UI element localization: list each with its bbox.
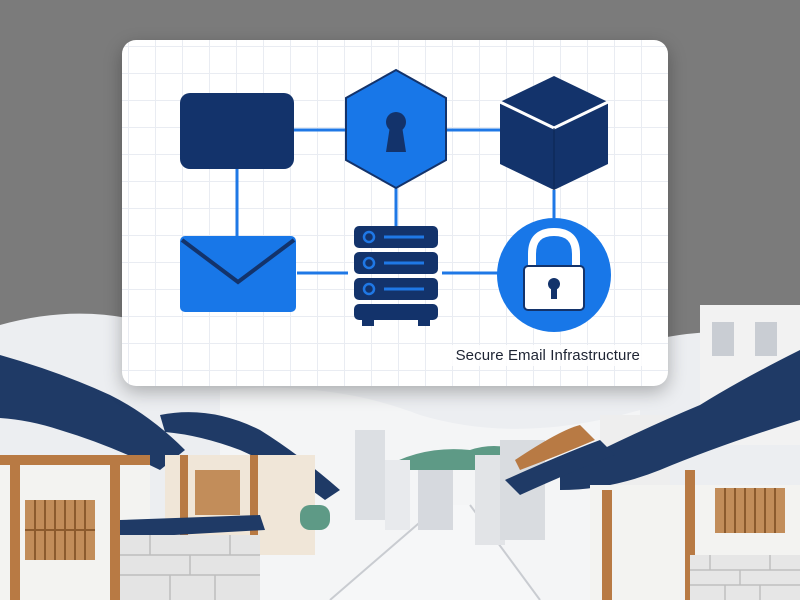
hanok-lattice-window [715, 488, 785, 533]
cube-icon [499, 76, 609, 190]
keyhole-hexagon-icon [345, 68, 447, 190]
roadside-bush [300, 505, 330, 530]
lattice-lines [25, 500, 95, 560]
lattice-lines [724, 488, 776, 533]
server-rack-icon [354, 226, 438, 326]
network-diagram [180, 68, 611, 332]
hanok-pillar [602, 490, 612, 600]
distant-building [418, 470, 453, 530]
hanok-pillar [180, 455, 188, 555]
stone-wall-right [690, 555, 800, 600]
diagram-caption: Secure Email Infrastructure [451, 345, 644, 366]
hanok-pillar [250, 455, 258, 555]
stone-lines [690, 555, 800, 600]
diagram-card: Secure Email Infrastructure [122, 40, 668, 386]
hanok-pillar [10, 465, 20, 600]
building-window [712, 322, 734, 356]
hanok-roof-left [0, 355, 185, 470]
hanok-pillar [685, 470, 695, 600]
hanok-pillar [110, 465, 120, 600]
stone-lines [120, 535, 260, 600]
envelope-icon [180, 236, 296, 312]
wall-tile-cap [120, 515, 265, 538]
hanok-roof-right [560, 350, 800, 490]
building-window [755, 322, 777, 356]
connectors [235, 128, 556, 275]
hanok-roof-right-brown [515, 425, 595, 470]
hanok-roof-right-small [505, 440, 615, 495]
distant-building [355, 430, 385, 520]
hanok-lattice-window [195, 470, 240, 515]
padlock-icon [497, 218, 611, 332]
distant-building [385, 460, 410, 530]
rounded-rectangle-icon [180, 93, 294, 169]
hanok-beam [0, 455, 150, 465]
